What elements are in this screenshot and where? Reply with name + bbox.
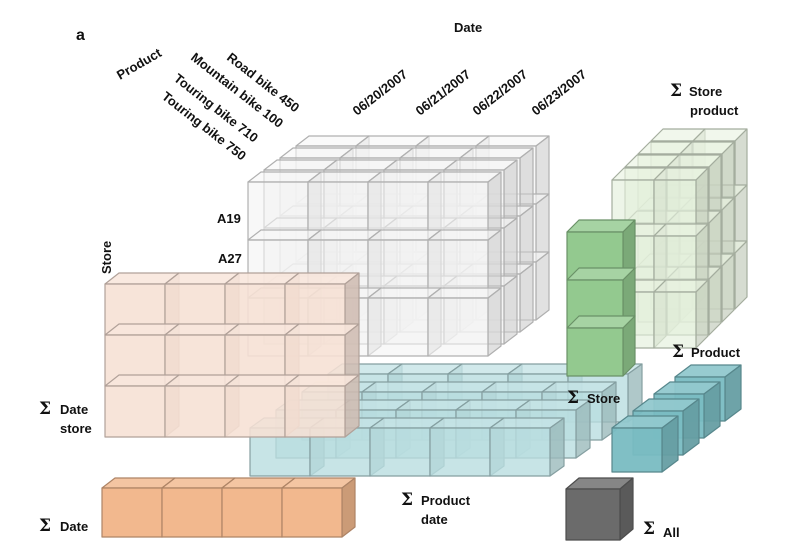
date-label: 06/22/2007: [470, 66, 531, 118]
product-sum-cell-front: [611, 427, 663, 473]
date-label: 06/21/2007: [413, 66, 474, 118]
product-date-cell-side: [575, 399, 591, 459]
store-product-cell-side: [721, 253, 735, 323]
date-store-label: store: [60, 421, 92, 436]
product-sum-label: Product: [691, 345, 741, 360]
store-sum-cell-front: [566, 327, 624, 377]
date-sum-cell-front: [281, 487, 343, 538]
date-store-label: Date: [60, 402, 88, 417]
store-product-cell-front: [653, 291, 697, 349]
date-sum-cell-front: [101, 487, 163, 538]
date-store-cell-front: [224, 385, 286, 438]
product-date-cell-side: [549, 417, 565, 477]
store-product-cell-side: [695, 279, 709, 349]
sum-symbol: Σ: [672, 342, 684, 362]
date-store-cell-side: [344, 374, 360, 438]
sum-symbol: Σ: [643, 519, 655, 539]
sum-symbol: Σ: [39, 399, 51, 419]
main-cube-cell-side: [519, 263, 534, 333]
main-cube-cell-front: [427, 297, 489, 357]
date-store-cell-front: [164, 385, 226, 438]
store-product-label: Store: [689, 84, 722, 99]
product-date-cell-front: [369, 427, 431, 477]
all-sum-cell-front: [565, 488, 621, 541]
date-store-cell-front: [284, 385, 346, 438]
cube-layer: [101, 128, 748, 541]
main-cube-cell-side: [503, 275, 518, 345]
store-product-cell-side: [708, 266, 722, 336]
sum-symbol: Σ: [670, 81, 682, 101]
product-date-label: Product: [421, 493, 471, 508]
sum-symbol: Σ: [39, 516, 51, 536]
store-label: A19: [217, 211, 241, 226]
main-cube-cell-side: [535, 251, 550, 321]
product-date-cell-front: [489, 427, 551, 477]
panel-label: a: [76, 27, 85, 44]
date-dimension-title: Date: [454, 20, 482, 35]
date-label: 06/20/2007: [350, 66, 411, 118]
product-date-cell-front: [429, 427, 491, 477]
main-cube-cell-front: [367, 297, 429, 357]
date-sum-cell-side: [341, 477, 356, 538]
store-product-cell-side: [734, 240, 748, 310]
store-dimension-title: Store: [99, 241, 114, 274]
store-product-label: product: [690, 103, 739, 118]
date-sum-label: Date: [60, 519, 88, 534]
sum-symbol: Σ: [401, 490, 413, 510]
sum-symbol: Σ: [567, 388, 579, 408]
date-label: 06/23/2007: [529, 66, 590, 118]
store-label: A27: [218, 251, 242, 266]
all-sum-label: All: [663, 525, 680, 540]
all-sum-cell-side: [619, 477, 634, 541]
store-sum-label: Store: [587, 391, 620, 406]
date-sum-cell-front: [221, 487, 283, 538]
date-store-cell-front: [104, 385, 166, 438]
main-cube-cell-side: [487, 287, 502, 357]
product-dimension-title: Product: [114, 45, 165, 83]
product-date-label: date: [421, 512, 448, 527]
date-sum-cell-front: [161, 487, 223, 538]
